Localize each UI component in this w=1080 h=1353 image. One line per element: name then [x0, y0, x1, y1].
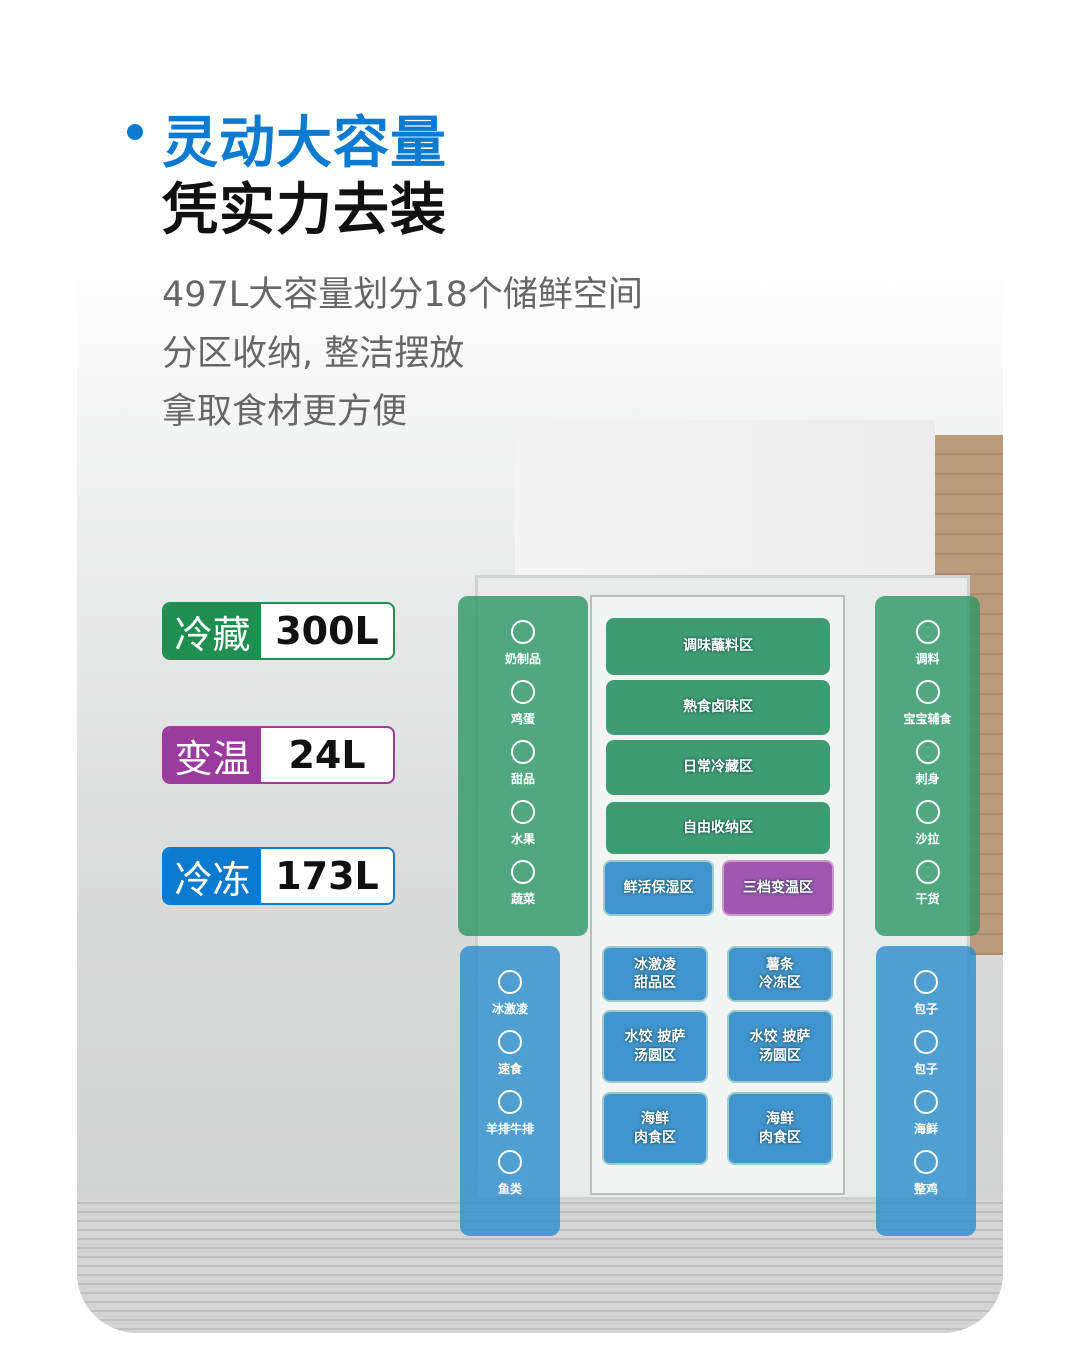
crisper-drawer[interactable]: 鲜活保湿区: [603, 860, 714, 916]
capacity-label: 变温: [164, 728, 261, 782]
compartment-label: 羊排牛排: [485, 1122, 534, 1136]
variable-temp-drawer[interactable]: 三档变温区: [722, 860, 834, 916]
heading-line2: 凭实力去装: [162, 178, 447, 243]
compartment-label: 鱼类: [497, 1182, 522, 1196]
capacity-badge-variable: 变温 24L: [162, 726, 395, 784]
right-door-freezer-zone: 包子包子海鲜整鸡: [876, 946, 976, 1236]
door-compartment-label: 整鸡: [876, 1148, 976, 1197]
compartment-label: 鸡蛋: [510, 712, 535, 726]
kitchen-wall: [515, 420, 935, 580]
compartment-label: 速食: [497, 1062, 522, 1076]
compartment-label: 甜品: [510, 772, 535, 786]
compartment-label: 海鲜: [913, 1122, 938, 1136]
compartment-label: 沙拉: [915, 832, 940, 846]
food-icon: [498, 1150, 522, 1174]
compartment-label: 调料: [915, 652, 940, 666]
heading-line1: 灵动大容量: [162, 111, 447, 176]
food-icon: [498, 1030, 522, 1054]
capacity-badge-freezer: 冷冻 173L: [162, 847, 395, 905]
door-compartment-label: 宝宝辅食: [875, 678, 980, 727]
compartment-label: 刺身: [915, 772, 940, 786]
left-door-freezer-zone: 冰激凌速食羊排牛排鱼类: [460, 946, 560, 1236]
door-compartment-label: 刺身: [875, 738, 980, 787]
freezer-drawer[interactable]: 海鲜 肉食区: [727, 1092, 833, 1165]
subtitle-line: 497L大容量划分18个储鲜空间: [162, 275, 643, 315]
capacity-value: 24L: [288, 733, 366, 777]
freezer-drawer[interactable]: 水饺 披萨 汤圆区: [602, 1010, 708, 1083]
compartment-label: 干货: [915, 892, 940, 906]
shelf-zone: 熟食卤味区: [606, 680, 830, 735]
bullet-dot: [127, 124, 143, 140]
shelf-zone: 自由收纳区: [606, 802, 830, 854]
subtitle-line: 分区收纳, 整洁摆放: [162, 334, 465, 374]
food-icon: [511, 800, 535, 824]
door-compartment-label: 调料: [875, 618, 980, 667]
food-icon: [915, 680, 940, 704]
capacity-value: 173L: [275, 854, 379, 898]
compartment-label: 冰激凌: [491, 1002, 528, 1016]
food-icon: [914, 1150, 938, 1174]
left-door-fridge-zone: 奶制品鸡蛋甜品水果蔬菜: [458, 596, 588, 936]
right-door-fridge-zone: 调料宝宝辅食刺身沙拉干货: [875, 596, 980, 936]
food-icon: [511, 620, 535, 644]
food-icon: [915, 620, 940, 644]
food-icon: [914, 1090, 938, 1114]
door-compartment-label: 沙拉: [875, 798, 980, 847]
capacity-label: 冷冻: [164, 849, 261, 903]
door-compartment-label: 冰激凌: [460, 968, 560, 1017]
compartment-label: 奶制品: [504, 652, 541, 666]
subtitle-line: 拿取食材更方便: [162, 392, 408, 432]
door-compartment-label: 蔬菜: [458, 858, 588, 907]
compartment-label: 蔬菜: [510, 892, 535, 906]
food-icon: [511, 680, 535, 704]
shelf-zone: 日常冷藏区: [606, 740, 830, 795]
compartment-label: 整鸡: [913, 1182, 938, 1196]
door-compartment-label: 干货: [875, 858, 980, 907]
compartment-label: 宝宝辅食: [903, 712, 952, 726]
food-icon: [915, 740, 940, 764]
food-icon: [915, 800, 940, 824]
capacity-value: 300L: [275, 609, 379, 653]
food-icon: [498, 970, 522, 994]
food-icon: [914, 1030, 938, 1054]
door-compartment-label: 水果: [458, 798, 588, 847]
door-compartment-label: 海鲜: [876, 1088, 976, 1137]
capacity-badge-fridge: 冷藏 300L: [162, 602, 395, 660]
capacity-label: 冷藏: [164, 604, 261, 658]
freezer-drawer[interactable]: 冰激凌 甜品区: [602, 946, 708, 1002]
compartment-label: 水果: [510, 832, 535, 846]
freezer-drawer[interactable]: 水饺 披萨 汤圆区: [727, 1010, 833, 1083]
compartment-label: 包子: [913, 1002, 938, 1016]
food-icon: [914, 970, 938, 994]
food-icon: [511, 740, 535, 764]
door-compartment-label: 包子: [876, 968, 976, 1017]
door-compartment-label: 鸡蛋: [458, 678, 588, 727]
food-icon: [511, 860, 535, 884]
food-icon: [915, 860, 940, 884]
freezer-drawer[interactable]: 海鲜 肉食区: [602, 1092, 708, 1165]
food-icon: [498, 1090, 522, 1114]
door-compartment-label: 奶制品: [458, 618, 588, 667]
door-compartment-label: 包子: [876, 1028, 976, 1077]
door-compartment-label: 鱼类: [460, 1148, 560, 1197]
door-compartment-label: 羊排牛排: [460, 1088, 560, 1137]
door-compartment-label: 甜品: [458, 738, 588, 787]
freezer-drawer[interactable]: 薯条 冷冻区: [727, 946, 833, 1002]
compartment-label: 包子: [913, 1062, 938, 1076]
shelf-zone: 调味蘸料区: [606, 618, 830, 675]
door-compartment-label: 速食: [460, 1028, 560, 1077]
